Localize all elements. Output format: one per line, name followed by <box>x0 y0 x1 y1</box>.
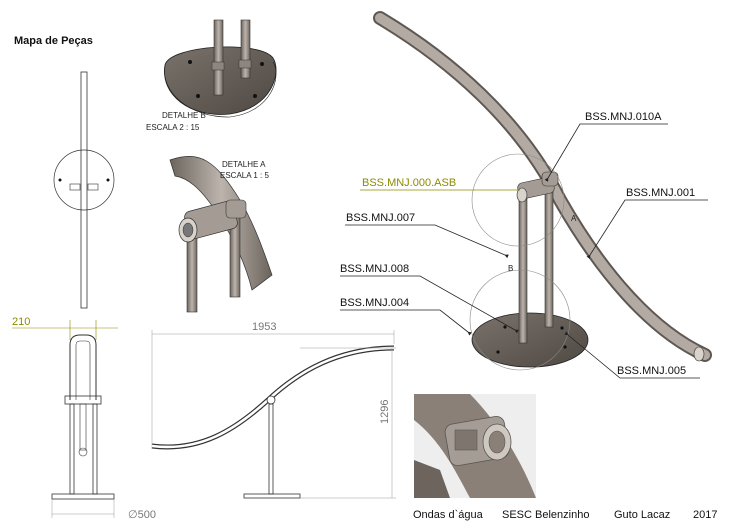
footer-project: Ondas d`água <box>413 509 484 521</box>
part-label-000-asb: BSS.MNJ.000.ASB <box>362 177 456 189</box>
detail-a-view: DETALHE A ESCALA 1 : 5 <box>169 156 273 313</box>
detail-b-label: DETALHE B <box>162 111 206 120</box>
detail-a-scale: ESCALA 1 : 5 <box>220 171 269 180</box>
dimension-210: 210 <box>12 316 30 328</box>
dimension-1296: 1296 <box>379 400 391 424</box>
elevation-view <box>151 330 396 499</box>
footer-venue: SESC Belenzinho <box>502 509 589 521</box>
part-label-005: BSS.MNJ.005 <box>617 365 686 377</box>
detail-a-label: DETALHE A <box>222 160 266 169</box>
part-label-004: BSS.MNJ.004 <box>340 297 409 309</box>
dimension-1953: 1953 <box>252 321 276 333</box>
front-view-top <box>53 71 115 309</box>
side-view-bottom <box>12 320 118 518</box>
detail-b-view: DETALHE B ESCALA 2 : 15 <box>146 19 277 132</box>
footer-author: Guto Lacaz <box>614 509 670 521</box>
detail-b-scale: ESCALA 2 : 15 <box>146 123 200 132</box>
part-label-008: BSS.MNJ.008 <box>340 263 409 275</box>
part-label-001: BSS.MNJ.001 <box>626 187 695 199</box>
footer-year: 2017 <box>693 509 717 521</box>
isometric-view <box>373 11 712 371</box>
view-marker-b: B <box>508 264 513 273</box>
sheet-title: Mapa de Peças <box>14 35 93 47</box>
dimension-diameter-500: ∅500 <box>128 509 156 521</box>
closeup-render <box>414 394 536 498</box>
part-label-010a: BSS.MNJ.010A <box>585 111 662 123</box>
part-callouts <box>340 123 708 379</box>
part-label-007: BSS.MNJ.007 <box>346 212 415 224</box>
view-marker-a: A <box>571 214 577 223</box>
